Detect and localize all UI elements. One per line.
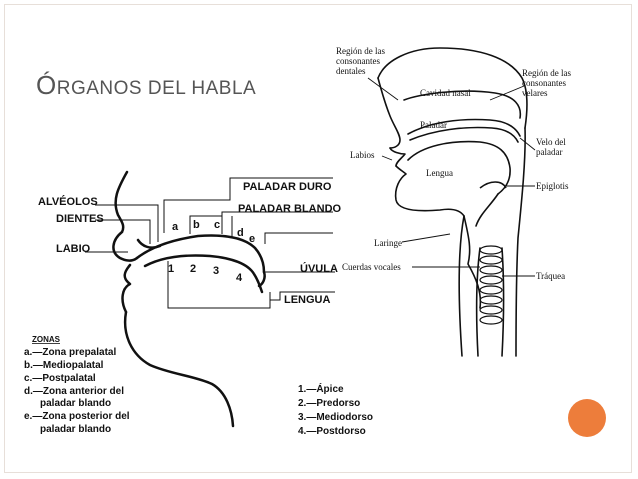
zonas-heading: ZONAS <box>32 335 61 344</box>
label-velo-2: paladar <box>536 147 562 157</box>
upper-lip-line <box>112 230 139 262</box>
tongue-outline <box>407 140 511 195</box>
label-laringe: Laringe <box>374 238 402 248</box>
label-region-velares-2: consonantes <box>522 78 566 88</box>
label-cavidad-nasal: Cavidad nasal <box>420 88 471 98</box>
zonas-item-d-cont: paladar blando <box>40 398 111 409</box>
title-rest-1: RGANOS DEL <box>56 78 192 99</box>
face-profile-line <box>114 170 129 234</box>
label-paladar: Paladar <box>420 120 447 130</box>
label-alveolos: ALVÉOLOS <box>38 195 98 208</box>
label-region-velares-3: velares <box>522 88 548 98</box>
zonas-item-e-cont: paladar blando <box>40 424 111 435</box>
zone-letter-b: b <box>193 219 200 231</box>
label-region-velares-1: Región de las <box>522 68 571 78</box>
trachea-right <box>501 247 505 357</box>
zonas-item-b: b.—Mediopalatal <box>24 360 104 371</box>
chin-line <box>123 310 235 428</box>
title-initial: Ó <box>36 70 57 100</box>
label-dientes: DIENTES <box>56 213 104 225</box>
label-cuerdas-vocales: Cuerdas vocales <box>342 262 401 272</box>
left-speech-organs-diagram: ALVÉOLOS DIENTES LABIO PALADAR DURO PALA… <box>38 170 342 428</box>
tongue-part-1: 1.—Ápice <box>298 382 344 395</box>
trachea-rings <box>479 245 503 325</box>
zone-letter-c: c <box>214 219 220 231</box>
label-uvula: ÚVULA <box>300 262 338 275</box>
accent-circle <box>568 399 606 437</box>
nasal-cavity-outline <box>403 90 522 119</box>
pharynx-front <box>475 193 499 227</box>
label-velo-1: Velo del <box>536 137 566 147</box>
uvula-line <box>257 270 266 288</box>
label-region-dentales-3: dentales <box>336 66 366 76</box>
tongue-number-1: 1 <box>168 263 174 275</box>
zone-letter-d: d <box>237 227 244 239</box>
palate-outline <box>407 118 521 137</box>
label-paladar-duro: PALADAR DURO <box>243 181 332 193</box>
zonas-legend: ZONAS a.—Zona prepalatal b.—Mediopalatal… <box>24 335 130 435</box>
trachea-left <box>475 247 481 357</box>
right-head-section-diagram: Región de las consonantes dentales Cavid… <box>336 46 571 357</box>
label-traquea: Tráquea <box>536 271 565 281</box>
slide-frame <box>4 4 632 473</box>
zone-letter-e: e <box>249 233 255 245</box>
tongue-part-3: 3.—Mediodorso <box>298 412 373 423</box>
chin-outline <box>394 165 465 217</box>
label-region-dentales-1: Región de las <box>336 46 385 56</box>
epiglottis-outline <box>479 181 507 189</box>
zone-letter-a: a <box>172 221 179 233</box>
zonas-item-a: a.—Zona prepalatal <box>24 347 116 358</box>
label-region-dentales-2: consonantes <box>336 56 380 66</box>
head-outline <box>377 47 528 129</box>
neck-outline <box>458 215 465 357</box>
label-paladar-blando: PALADAR BLANDO <box>238 203 342 215</box>
tongue-line <box>143 254 264 294</box>
label-lengua: LENGUA <box>284 294 331 306</box>
zonas-item-e: e.—Zona posterior del <box>24 411 130 422</box>
upper-lip-outline <box>389 147 406 167</box>
larynx-outline <box>463 215 482 309</box>
slide-title: ÓRGANOS DEL HABLA <box>36 70 256 101</box>
tongue-number-2: 2 <box>190 263 196 275</box>
palate-inner <box>409 126 519 143</box>
zonas-item-c: c.—Postpalatal <box>24 373 96 384</box>
nose-outline <box>377 77 401 149</box>
label-labios: Labios <box>350 150 375 160</box>
label-labio: LABIO <box>56 243 91 255</box>
label-lengua-right: Lengua <box>426 168 453 178</box>
zonas-item-d: d.—Zona anterior del <box>24 386 124 397</box>
label-epiglotis: Epiglotis <box>536 181 569 191</box>
tongue-part-2: 2.—Predorso <box>298 398 360 409</box>
pharynx-outline <box>515 127 526 357</box>
tongue-number-4: 4 <box>236 272 243 284</box>
palate-line <box>135 234 266 274</box>
title-rest-2: HABLA <box>191 78 257 99</box>
tongue-parts-legend: 1.—Ápice 2.—Predorso 3.—Mediodorso 4.—Po… <box>298 382 373 437</box>
lower-lip-line <box>121 263 132 314</box>
tongue-number-3: 3 <box>213 265 219 277</box>
tongue-part-4: 4.—Postdorso <box>298 426 366 437</box>
